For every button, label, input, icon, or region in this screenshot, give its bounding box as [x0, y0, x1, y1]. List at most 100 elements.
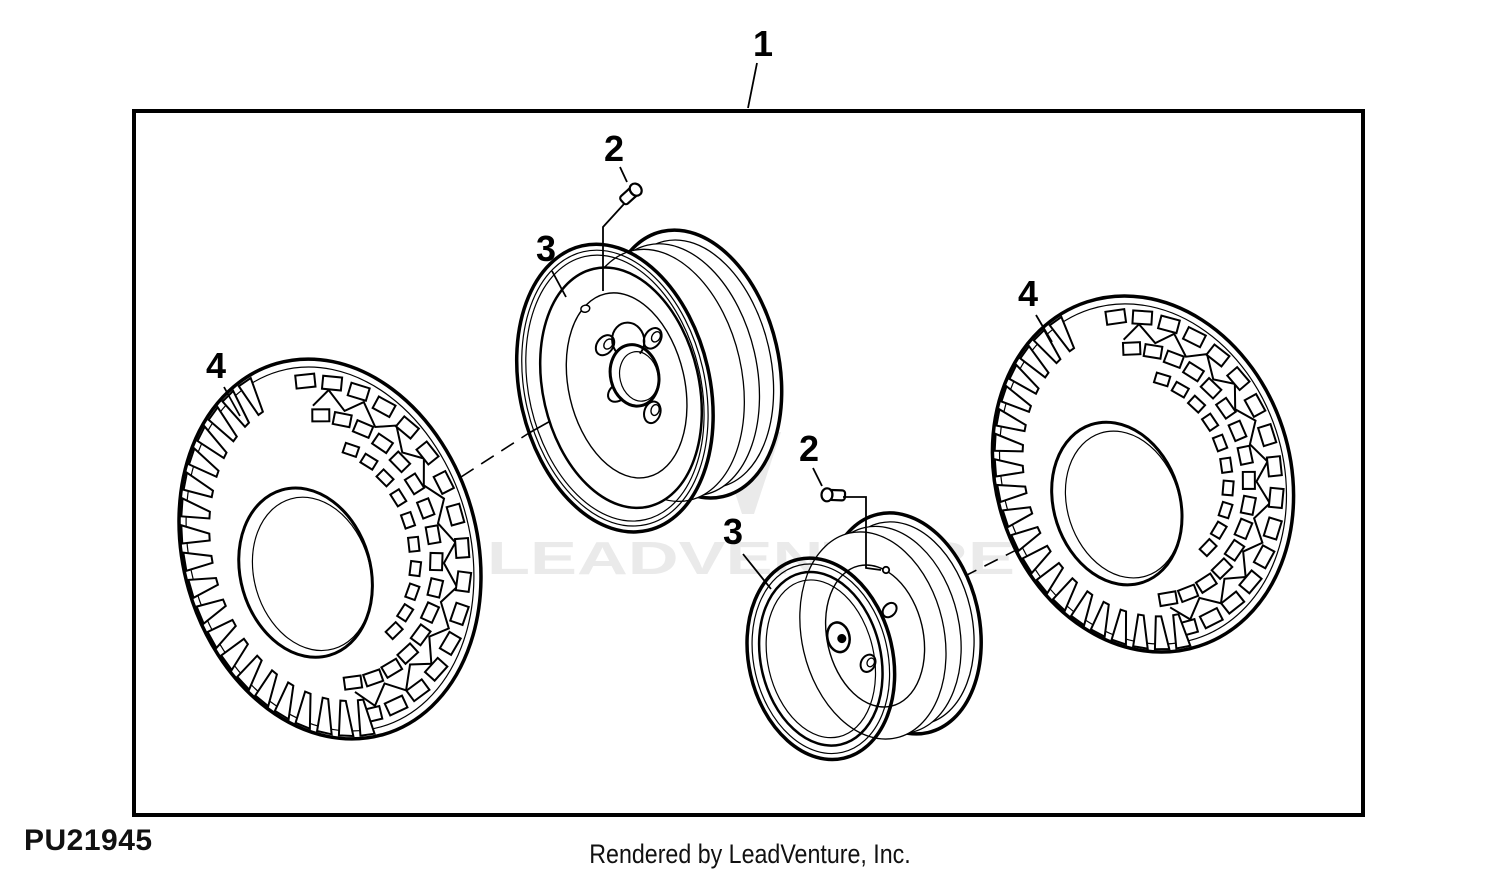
valve-hole-rear-rim — [881, 565, 891, 575]
sidewall-lug — [1001, 506, 1034, 529]
tread-knob — [1265, 455, 1283, 478]
tread-knob — [320, 374, 344, 392]
rim-front-flange-inner — [525, 254, 705, 522]
sidewall-lug — [187, 446, 220, 479]
tread-knob — [1227, 419, 1248, 443]
callout-leader-1 — [747, 62, 758, 109]
valve-stem-bottom-leader — [843, 496, 882, 571]
valve-stem-top — [602, 180, 646, 291]
tread-knob — [1186, 394, 1207, 414]
sidewall-lug — [1132, 613, 1149, 650]
tread-knob — [1209, 520, 1229, 541]
tread-knob — [1256, 422, 1278, 448]
bolt-hole — [881, 601, 898, 619]
sidewall-lug — [1069, 589, 1094, 627]
tread-knob — [415, 497, 436, 520]
callout-label-2-bottom: 2 — [799, 428, 819, 469]
sidewall-lug — [187, 576, 220, 600]
callout-rim-front: 3 — [536, 228, 567, 298]
sidewall-lug — [996, 483, 1028, 504]
tread-knob — [1194, 572, 1219, 595]
tread-knob — [342, 674, 364, 691]
tread-knob — [1236, 444, 1255, 467]
callout-leader-4-left — [223, 386, 241, 417]
tread-knob — [371, 395, 397, 419]
sidewall-lug — [315, 696, 333, 736]
tread-knob — [1252, 544, 1276, 570]
bolt-hole — [642, 327, 663, 350]
tread-knob — [1241, 470, 1256, 490]
tread-knob — [370, 432, 395, 455]
tread-knob — [1221, 479, 1235, 497]
tread-knob — [1181, 325, 1208, 349]
sidewall-lug — [1021, 544, 1052, 575]
tread-knob — [1198, 537, 1218, 558]
tread-knob — [453, 537, 471, 560]
sidewall-lug — [206, 618, 237, 650]
tread-knob — [1214, 396, 1238, 421]
tread-knob — [1176, 583, 1200, 604]
rim-front-drawing — [514, 228, 784, 534]
tread-knob — [331, 410, 353, 429]
tire-left-drawing — [177, 357, 483, 741]
tread-knob — [1225, 365, 1251, 392]
callout-leader-4-right — [1035, 314, 1053, 343]
tread-knob — [384, 620, 405, 641]
hub-center-dot — [837, 634, 847, 644]
sidewall-lug — [1009, 525, 1042, 553]
callout-leader-2-bottom — [812, 467, 823, 487]
rim-front-flange-outer — [514, 242, 715, 534]
tread-knob — [1217, 500, 1234, 520]
rim-front-flange-outer — [745, 556, 897, 762]
tread-knob — [429, 551, 444, 572]
tread-knob — [358, 452, 379, 471]
tread-knob — [1200, 412, 1220, 433]
tire-right-drawing — [990, 294, 1296, 654]
axis-line-left-dashed — [460, 432, 530, 478]
callout-leader-2-top — [619, 166, 628, 183]
tread-knob — [1239, 494, 1258, 516]
sidewall-lug — [182, 470, 215, 499]
tread-knob — [311, 408, 331, 423]
valve-stem-top-leader — [602, 203, 625, 291]
tread-knob — [404, 582, 421, 602]
bolt-hole — [643, 400, 662, 425]
sidewall-lug — [1035, 561, 1065, 595]
sidewall-lug — [1051, 576, 1079, 613]
tread-knob — [1157, 590, 1179, 608]
sidewall-lug — [180, 523, 211, 545]
sidewall-lug — [1008, 363, 1040, 396]
tread-knob — [399, 510, 417, 530]
tread-knob — [346, 381, 371, 403]
callout-label-1: 1 — [753, 23, 773, 64]
tread-knob — [454, 570, 473, 593]
tread-knob — [424, 524, 442, 546]
tread-knob — [409, 623, 432, 647]
callout-label-4-left: 4 — [206, 345, 226, 386]
tread-knob — [1243, 392, 1267, 419]
bolt-hole — [859, 653, 877, 673]
diagram-border — [132, 109, 1365, 817]
bead-opening-inner — [1064, 430, 1183, 579]
sidewall-lug — [1032, 328, 1062, 365]
tread-knob — [380, 657, 404, 680]
bead-opening — [237, 486, 374, 659]
tread-knob — [294, 372, 317, 390]
valve-stem-bottom — [820, 487, 891, 575]
tread-knob — [1223, 538, 1246, 563]
callout-label-3-front: 3 — [536, 228, 556, 269]
tread-knob — [1104, 308, 1128, 326]
sidewall-lug — [195, 598, 227, 626]
sidewall-lug — [1153, 615, 1171, 651]
rim-front-flange-mid — [521, 249, 709, 527]
tread-knob — [1205, 343, 1231, 368]
tread-knob — [1131, 309, 1154, 326]
rim-front-flange-mid — [751, 563, 891, 755]
tread-knob — [419, 601, 441, 625]
sidewall-lug — [356, 698, 376, 737]
sidewall-lug — [273, 680, 295, 721]
tread-knob — [406, 535, 421, 553]
tread-knob — [388, 487, 408, 508]
tread-knob — [405, 677, 431, 703]
